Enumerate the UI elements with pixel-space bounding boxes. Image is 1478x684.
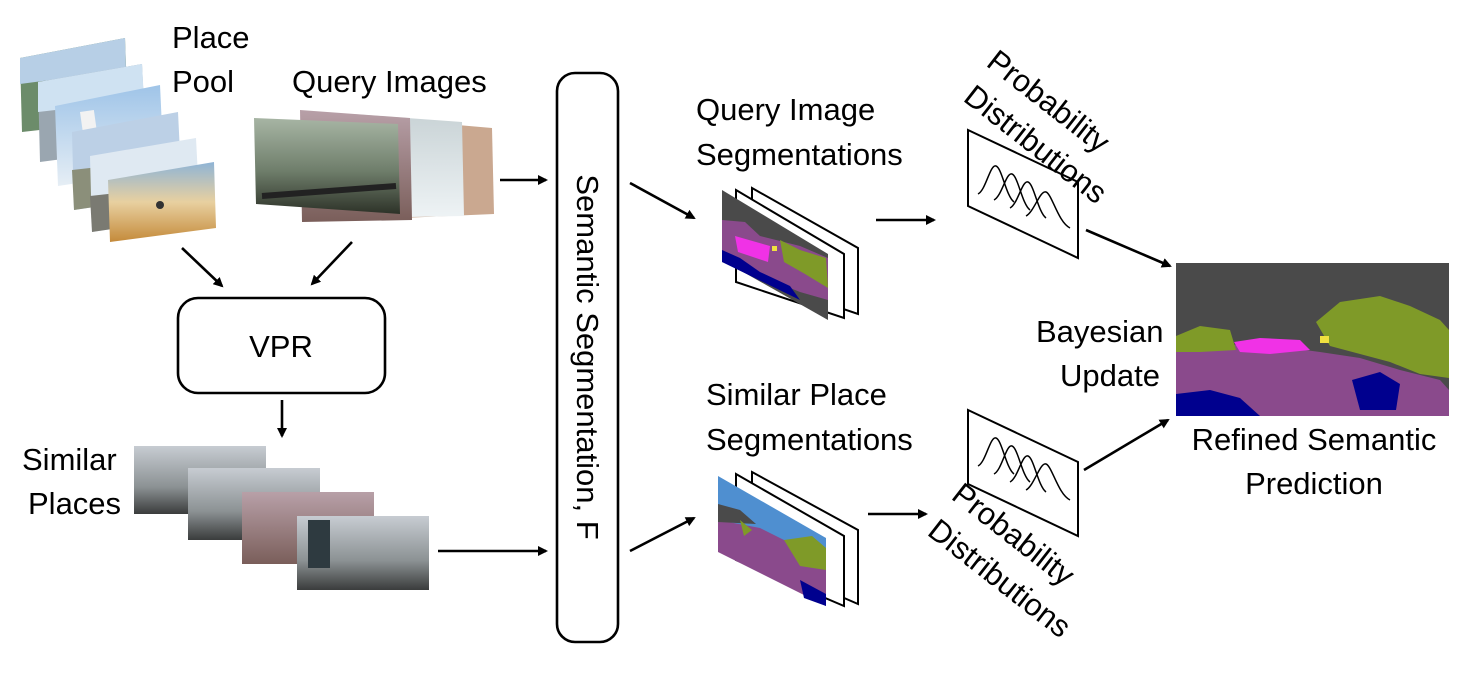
similar-places-label: Similar [22, 442, 117, 477]
arrow-prob-bottom-to-refined [1083, 418, 1170, 472]
arrow-segmentation-to-similar-seg [629, 516, 696, 553]
probability-distributions-top [967, 128, 1079, 260]
similar-places-label: Places [28, 486, 121, 521]
vpr-label: VPR [249, 329, 313, 364]
query-segmentation-map [722, 190, 828, 320]
arrow-segmentation-to-query-seg [629, 181, 696, 220]
semantic-segmentation-box [555, 71, 620, 644]
vpr-box [176, 296, 387, 395]
distribution-curves-icon [977, 437, 1071, 501]
refined-prediction-label: Prediction [1245, 466, 1383, 501]
refined-prediction-label: Refined Semantic [1192, 422, 1437, 457]
query-image [254, 118, 400, 214]
refined-prediction-map [1176, 263, 1449, 416]
arrow-prob-top-to-refined [1085, 228, 1172, 268]
query-segmentation-stack [722, 186, 859, 320]
similar-places-image-stack [134, 446, 429, 590]
similar-segmentation-map [718, 476, 826, 606]
probability-distributions-bottom [967, 408, 1079, 538]
bayesian-update-label: Update [1060, 358, 1160, 393]
similar-segmentations-label: Segmentations [706, 422, 913, 457]
similar-place-image [297, 516, 429, 590]
arrow-place-pool-to-vpr [181, 247, 224, 288]
query-segmentations-label: Segmentations [696, 137, 903, 172]
arrow-query-to-vpr [310, 241, 353, 286]
place-pool-label: Place [172, 20, 250, 55]
place-pool-image [108, 162, 216, 242]
semantic-segmentation-label: Semantic Segmentation, F [570, 174, 605, 539]
query-segmentations-label: Query Image [696, 92, 875, 127]
similar-segmentations-label: Similar Place [706, 377, 887, 412]
distribution-curves-icon [977, 165, 1071, 229]
query-image-stack [254, 110, 494, 222]
similar-segmentation-stack [718, 470, 859, 608]
place-pool-label: Pool [172, 64, 234, 99]
place-pool-image-stack [20, 38, 216, 242]
query-images-label: Query Images [292, 64, 487, 99]
bayesian-update-label: Bayesian [1036, 314, 1164, 349]
